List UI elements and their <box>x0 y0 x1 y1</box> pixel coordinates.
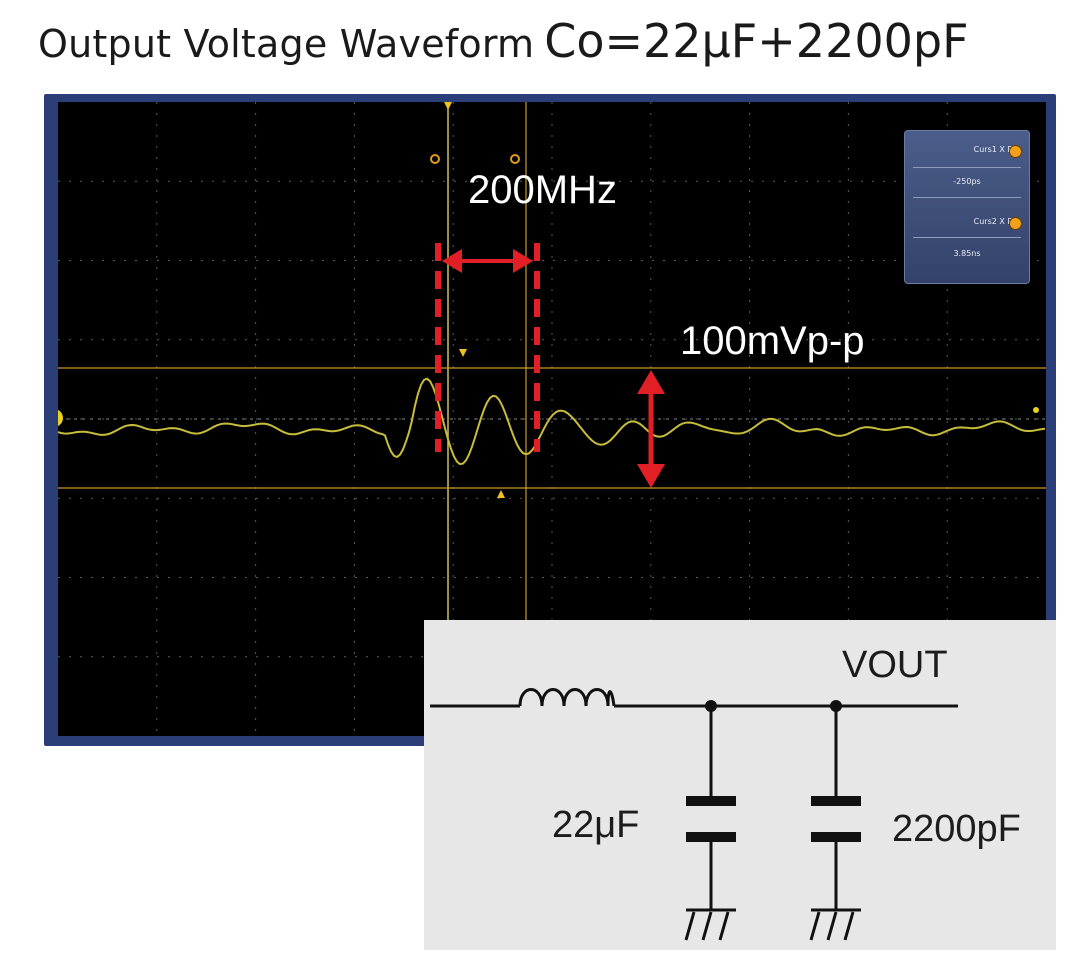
junction-dot-1 <box>705 700 717 712</box>
cursor1-position-label: Curs1 X Pos <box>973 145 1021 154</box>
ground-2-hatch <box>809 911 821 941</box>
ground-1-hatch <box>684 911 696 941</box>
junction-dot-2 <box>830 700 842 712</box>
title-text: Output Voltage Waveform <box>38 22 535 66</box>
schematic-drawing <box>430 688 958 941</box>
capacitor-22uf-label: 22μF <box>552 804 640 846</box>
cursor1-position-value: -250ps <box>953 177 981 186</box>
output-filter-schematic: VOUT 22μF 2200pF <box>424 620 1056 950</box>
oscilloscope-display: Curs1 X Pos -250ps Curs2 X Pos 3.85ns <box>44 94 1056 746</box>
capacitor-2200pf-plate-bottom <box>811 832 861 842</box>
cursor2-knob-icon[interactable] <box>1009 217 1022 230</box>
cursor2-position-label: Curs2 X Pos <box>973 217 1021 226</box>
cursor-1-handle[interactable] <box>430 154 440 164</box>
capacitor-22uf-plate-bottom <box>686 832 736 842</box>
panel-divider <box>913 167 1021 168</box>
cursor1-knob-icon[interactable] <box>1009 145 1022 158</box>
cursor-2-handle[interactable] <box>510 154 520 164</box>
capacitance-condition: Co=22μF+2200pF <box>544 14 969 68</box>
panel-divider <box>913 237 1021 238</box>
cursor2-position-value: 3.85ns <box>953 249 981 258</box>
trough-marker <box>497 490 505 498</box>
channel-ground-marker[interactable] <box>58 409 63 427</box>
capacitor-2200pf-plate-top <box>811 796 861 806</box>
voltage-trace <box>58 377 1046 466</box>
panel-divider <box>913 197 1021 198</box>
ground-2-hatch <box>826 911 838 941</box>
capacitor-2200pf-label: 2200pF <box>892 808 1021 850</box>
ground-2-hatch <box>843 911 855 941</box>
ground-1-hatch <box>701 911 713 941</box>
ringing-amplitude-label: 100mVp-p <box>680 319 865 363</box>
inductor-symbol <box>518 688 616 707</box>
capacitor-22uf-plate-top <box>686 796 736 806</box>
ringing-frequency-label: 200MHz <box>468 168 617 212</box>
trigger-position-marker <box>444 102 452 110</box>
vout-label: VOUT <box>842 644 948 686</box>
peak-marker <box>459 349 467 357</box>
trigger-level-marker <box>1033 407 1039 413</box>
ground-1-hatch <box>718 911 730 941</box>
cursor-readout-panel[interactable]: Curs1 X Pos -250ps Curs2 X Pos 3.85ns <box>904 130 1030 284</box>
